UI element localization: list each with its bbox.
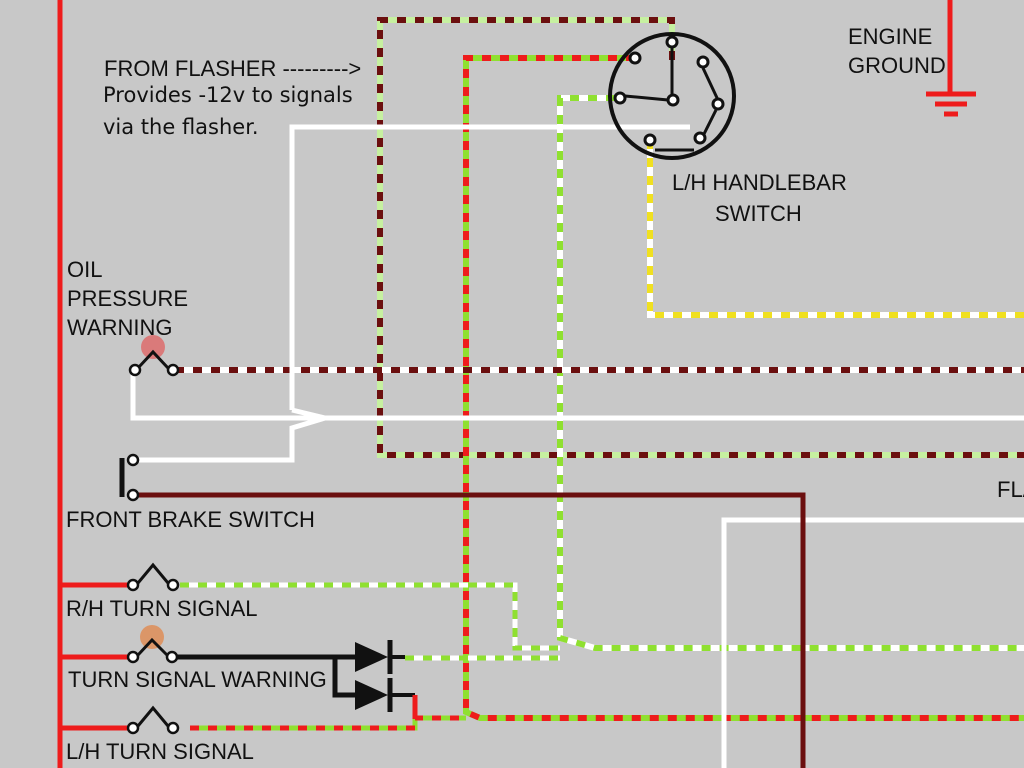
note-line-1: Provides -12v to signals — [103, 83, 353, 107]
engine-ground-label-2: GROUND — [848, 53, 946, 78]
diode-lower — [355, 678, 415, 712]
red-supply-bus — [57, 0, 133, 768]
from-flasher-label: FROM FLASHER ---------> — [104, 56, 361, 81]
lh-turn-signal-lamp — [126, 705, 180, 735]
rh-turn-signal-lamp — [126, 562, 180, 592]
rh-turn-label: R/H TURN SIGNAL — [66, 596, 258, 621]
brown-wire — [135, 492, 806, 768]
note-line-2: via the flasher. — [103, 115, 259, 139]
oil-label-3: WARNING — [67, 315, 173, 340]
switch-label-1: L/H HANDLEBAR — [672, 170, 847, 195]
brown-green-wire-loop — [377, 17, 1024, 458]
turn-warning-label: TURN SIGNAL WARNING — [68, 667, 327, 692]
engine-ground-label-1: ENGINE — [848, 24, 932, 49]
turn-signal-warning-circuit — [175, 640, 418, 718]
white-yellow-wire — [647, 140, 1024, 318]
white-wires — [130, 124, 1024, 768]
lh-turn-label: L/H TURN SIGNAL — [66, 739, 254, 764]
front-brake-label: FRONT BRAKE SWITCH — [66, 507, 315, 532]
oil-label-2: PRESSURE — [67, 286, 188, 311]
turn-signal-warning-lamp — [126, 625, 179, 664]
oil-label-1: OIL — [67, 257, 102, 282]
diode-upper — [355, 640, 405, 674]
front-brake-switch-symbol — [119, 453, 140, 502]
white-green-wire — [180, 95, 1024, 661]
red-green-wire — [190, 55, 1024, 731]
switch-label-2: SWITCH — [715, 201, 802, 226]
engine-ground-symbol — [926, 0, 976, 117]
flasher-label-partial: FLA — [997, 477, 1024, 502]
handlebar-switch — [608, 32, 736, 160]
oil-pressure-warning-lamp — [128, 335, 180, 377]
